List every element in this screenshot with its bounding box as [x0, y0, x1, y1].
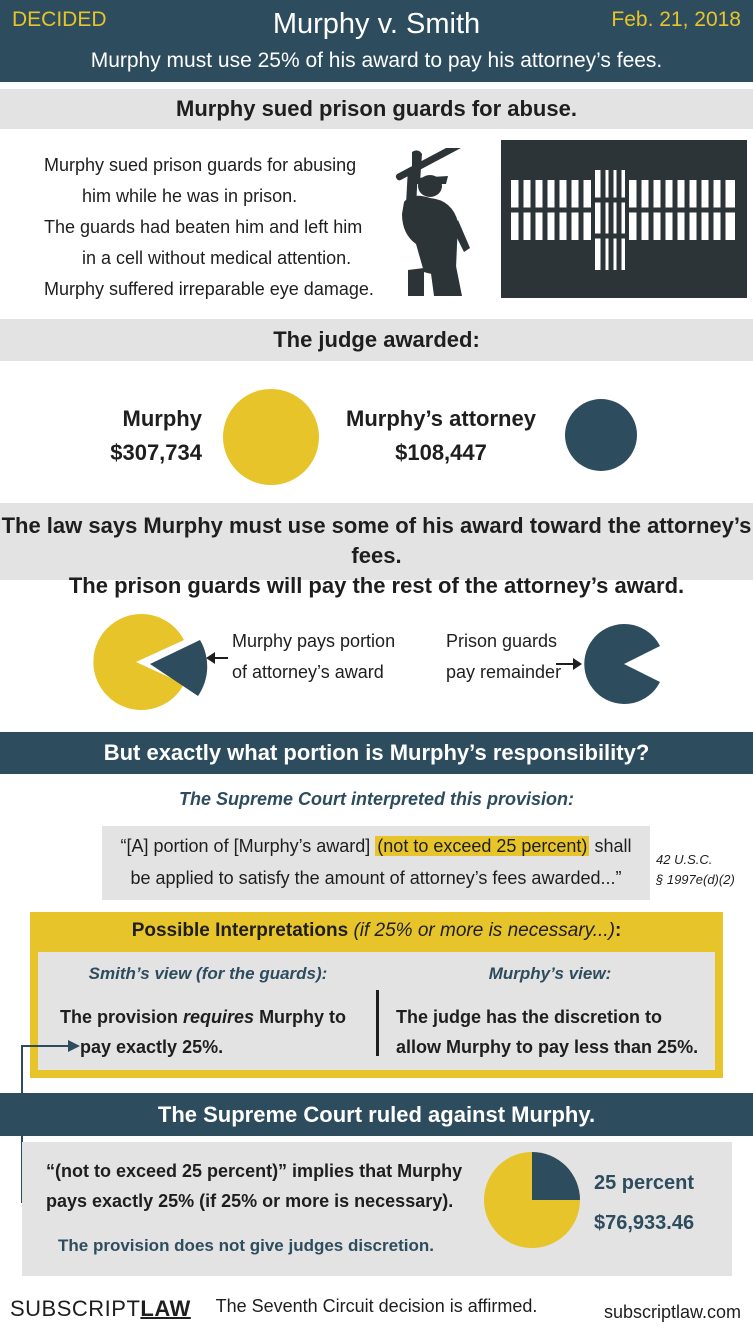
header-banner [0, 0, 753, 82]
statute-citation: 42 U.S.C. § 1997e(d)(2) [656, 850, 735, 890]
statute-quote: “[A] portion of [Murphy’s award] (not to… [102, 830, 650, 894]
remainder-pie-icon [584, 624, 660, 704]
ruling-explanation: “(not to exceed 25 percent)” implies tha… [46, 1156, 486, 1216]
guards-remainder-caption: Prison guards pay remainder [446, 626, 561, 688]
quote-post: shall [589, 836, 632, 856]
murphy-view-body: The judge has the discretion to allow Mu… [396, 1002, 716, 1062]
smith-text: The provision [60, 1007, 184, 1027]
case-title: Murphy v. Smith [272, 8, 481, 40]
smith-emphasis: requires [183, 1007, 255, 1027]
ruling-line: “(not to exceed 25 percent)” implies tha… [46, 1161, 463, 1181]
lawsuit-line: him while he was in prison. [82, 186, 298, 206]
quote-pre: “[A] portion of [Murphy’s award] [120, 836, 376, 856]
attorney-award: Murphy’s attorney $108,447 [330, 402, 552, 470]
guard-with-baton-icon [395, 148, 470, 296]
murphy-award: Murphy $307,734 [60, 402, 202, 470]
murphy-text: allow Murphy to pay less than 25%. [396, 1037, 699, 1057]
caption-line: Murphy pays portion [232, 631, 396, 651]
prison-cell-icon [501, 140, 747, 298]
affirmed-note: The Seventh Circuit decision is affirmed… [215, 1296, 538, 1316]
views-divider [376, 990, 379, 1056]
lawsuit-line: in a cell without medical attention. [82, 248, 352, 268]
interp-title-note: (if 25% or more is necessary...) [353, 920, 615, 941]
murphy-portion-caption: Murphy pays portion of attorney’s award [232, 626, 395, 688]
murphy-view-heading: Murphy’s view: [488, 964, 612, 983]
arrow-left-icon [206, 652, 228, 664]
section-heading-law: The law says Murphy must use some of his… [0, 503, 753, 598]
section-heading-question: But exactly what portion is Murphy’s res… [0, 732, 753, 774]
law-line-2: The prison guards will pay the rest of t… [68, 573, 685, 598]
attorney-amount: $108,447 [395, 440, 487, 465]
lawsuit-line: The guards had beaten him and left him [44, 217, 363, 237]
murphy-award-circle [223, 389, 319, 485]
site-link[interactable]: subscriptlaw.com [603, 1302, 741, 1322]
smith-view-heading: Smith’s view (for the guards): [88, 964, 328, 983]
citation-line: § 1997e(d)(2) [656, 872, 735, 887]
pie-share-slice [532, 1152, 580, 1200]
status-label: DECIDED [12, 8, 107, 31]
interp-title-colon: : [614, 920, 622, 941]
caption-line: Prison guards [446, 631, 558, 651]
ruling-box [22, 1142, 732, 1276]
brand-text-bold: LAW [140, 1296, 191, 1321]
brand-logo: SUBSCRIPTLAW [10, 1296, 191, 1322]
quote-line-2: be applied to satisfy the amount of atto… [130, 868, 622, 888]
interpretation-intro: The Supreme Court interpreted this provi… [178, 789, 575, 809]
attorney-label: Murphy’s attorney [346, 406, 536, 431]
attorney-award-circle [565, 399, 637, 471]
pie-value: $76,933.46 [594, 1212, 695, 1234]
case-summary: Murphy must use 25% of his award to pay … [90, 49, 663, 72]
caption-line: pay remainder [446, 662, 562, 682]
section-heading-lawsuit: Murphy sued prison guards for abuse. [0, 89, 753, 129]
smith-view-body: The provision requires Murphy to pay exa… [60, 1002, 370, 1062]
split-award-pie-icon [93, 614, 208, 710]
murphy-amount: $307,734 [110, 440, 202, 465]
section-heading-ruling: The Supreme Court ruled against Murphy. [0, 1093, 753, 1136]
brand-text: SUBSCRIPT [10, 1296, 141, 1321]
interpretations-title: Possible Interpretations (if 25% or more… [30, 920, 723, 942]
share-pie-chart [484, 1152, 580, 1248]
section-heading-award: The judge awarded: [0, 319, 753, 361]
arrow-right-icon [556, 658, 582, 670]
lawsuit-description: Murphy sued prison guards for abusing hi… [44, 150, 384, 305]
ruling-discretion: The provision does not give judges discr… [58, 1236, 434, 1255]
quote-highlight: (not to exceed 25 percent) [375, 836, 590, 856]
smith-text: Murphy to [254, 1007, 347, 1027]
pie-label: 25 percent [594, 1172, 695, 1194]
interp-title-text: Possible Interpretations [131, 920, 349, 941]
lawsuit-line: Murphy sued prison guards for abusing [44, 155, 357, 175]
murphy-text: The judge has the discretion to [396, 1007, 663, 1027]
lawsuit-line: Murphy suffered irreparable eye damage. [44, 279, 374, 299]
ruling-line: pays exactly 25% (if 25% or more is nece… [46, 1191, 454, 1211]
murphy-label: Murphy [122, 406, 202, 431]
caption-line: of attorney’s award [232, 662, 384, 682]
citation-line: 42 U.S.C. [656, 852, 713, 867]
smith-text: pay exactly 25%. [80, 1037, 224, 1057]
decision-date: Feb. 21, 2018 [611, 8, 741, 31]
law-line-1: The law says Murphy must use some of his… [1, 513, 752, 568]
